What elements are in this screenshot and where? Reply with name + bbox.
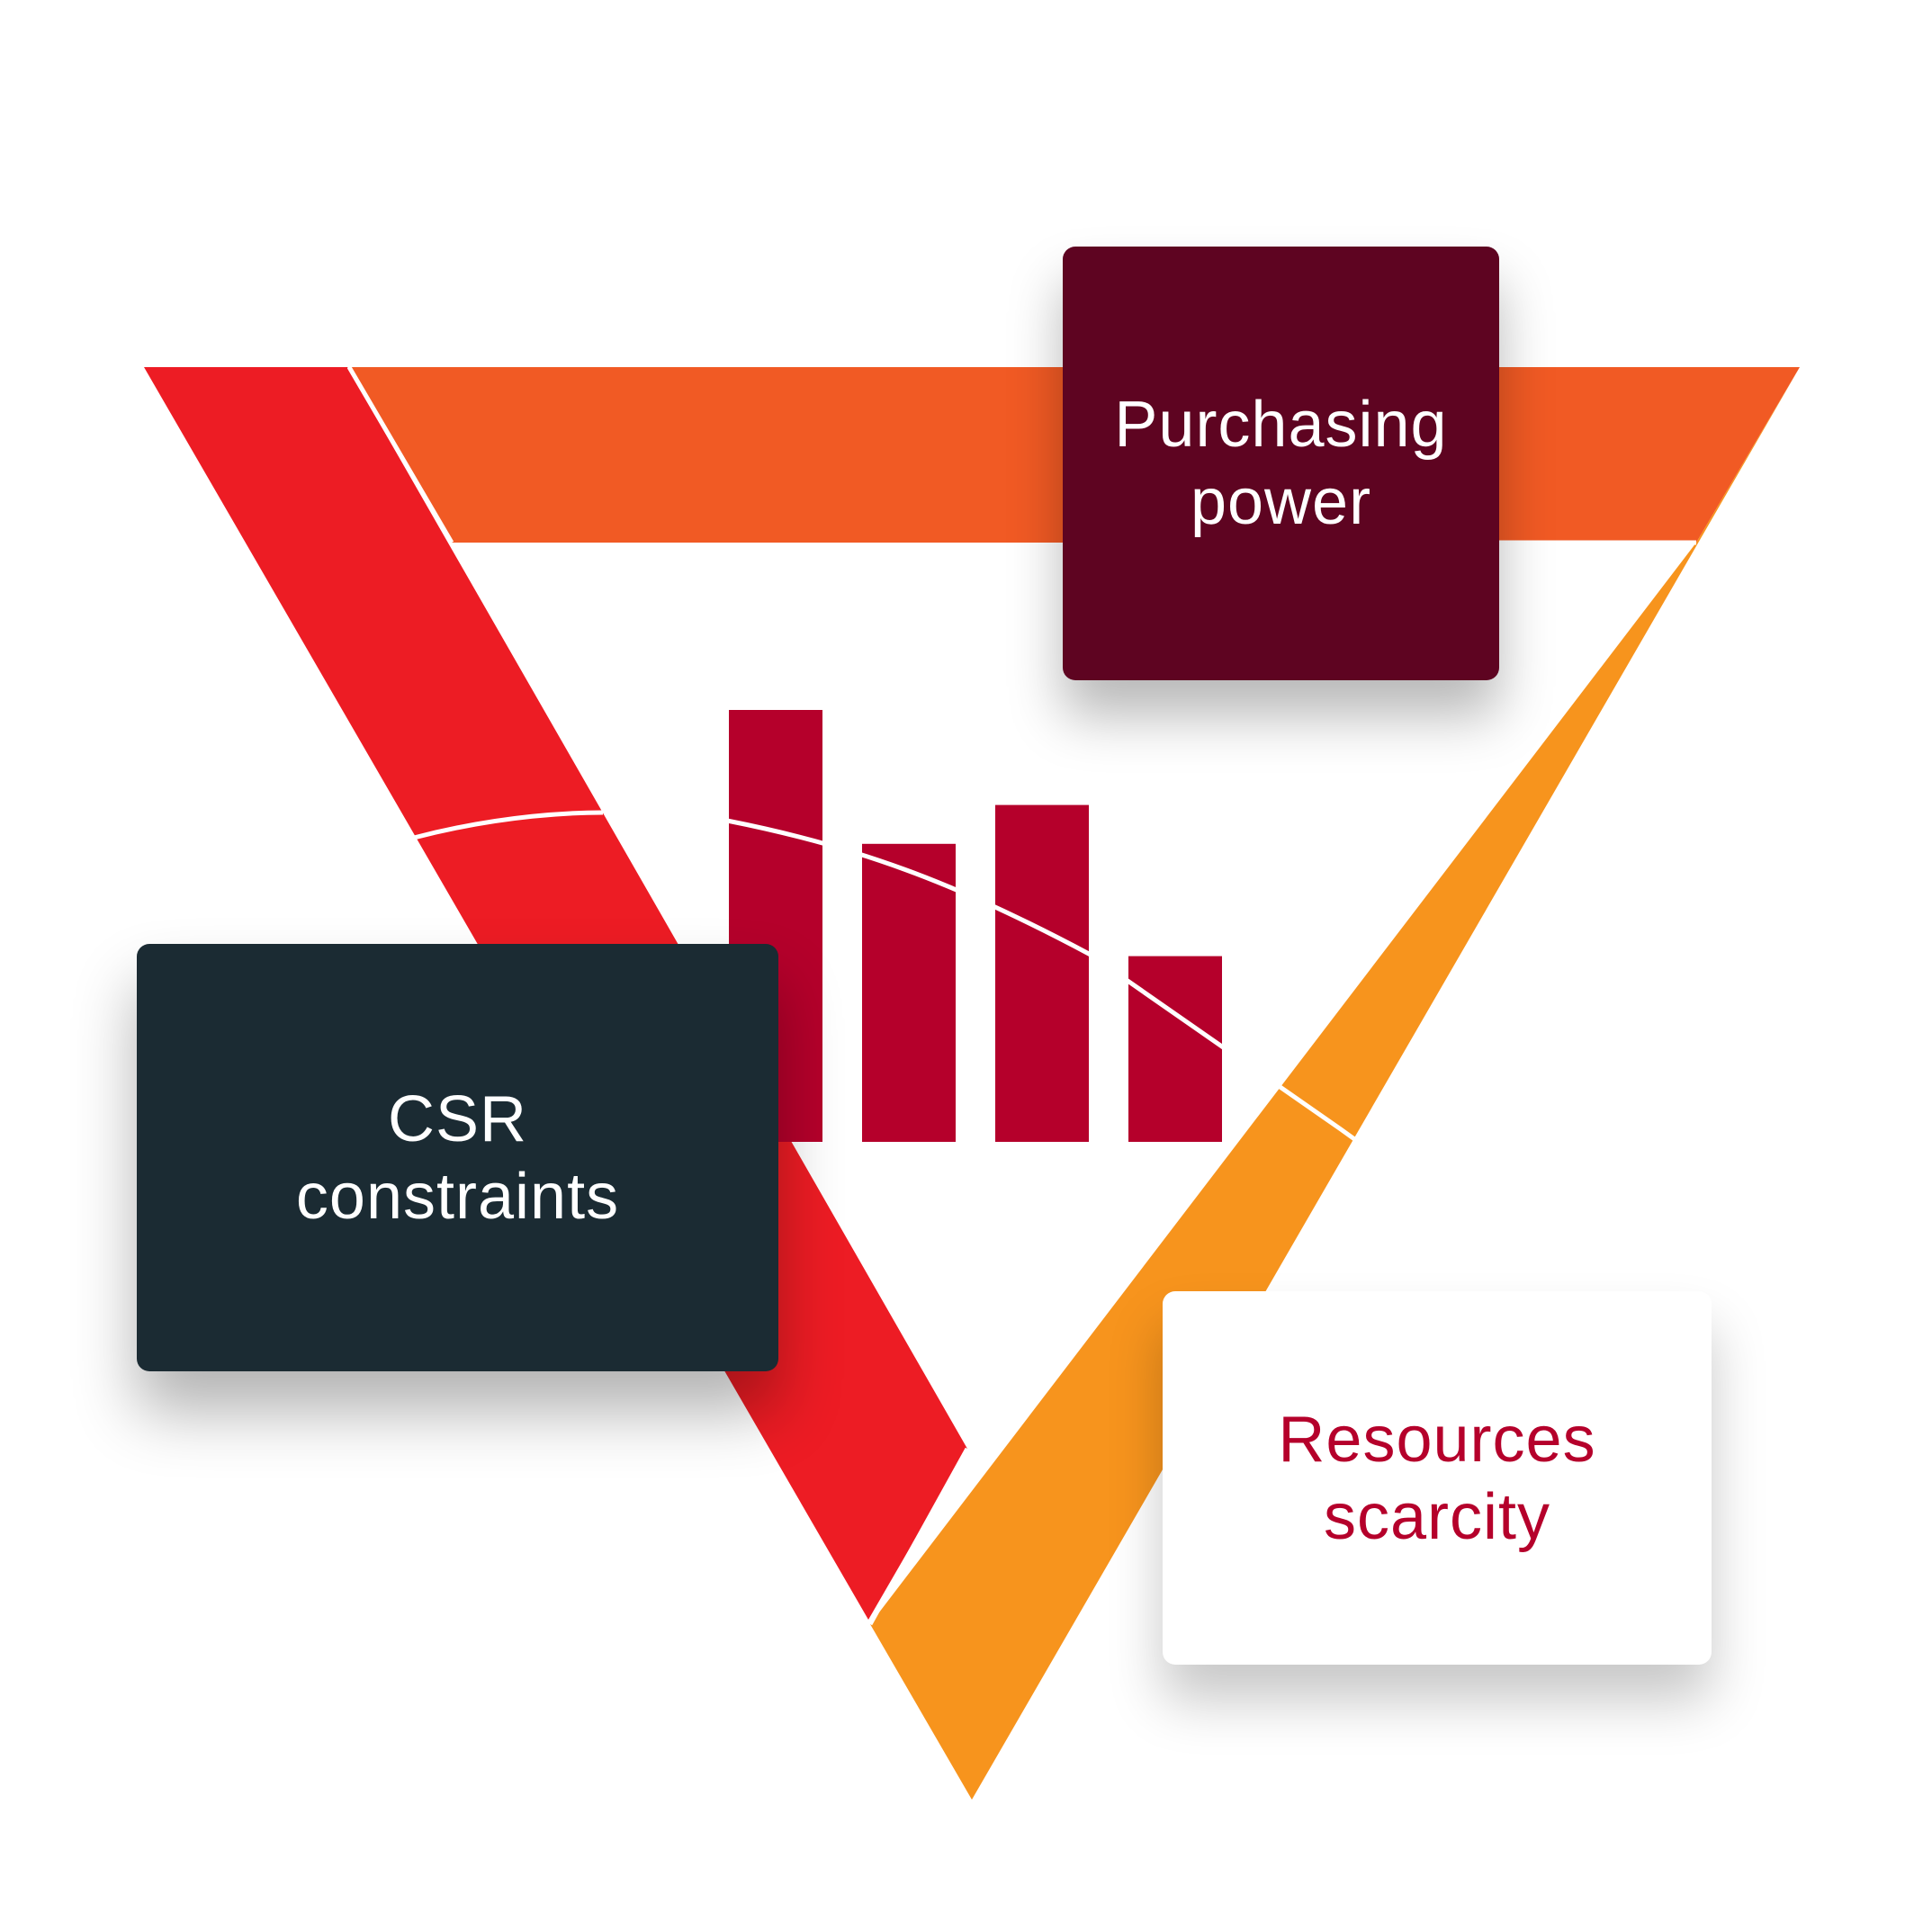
- csr-line1: CSR: [387, 1082, 527, 1155]
- trend-curve: [413, 810, 1639, 1298]
- resources-scarcity-card: Resources scarcity: [1163, 1291, 1712, 1665]
- bar-icon-bar: [995, 804, 1089, 1142]
- bar-chart-icon: [729, 710, 1222, 1142]
- resources-line2: scarcity: [1323, 1480, 1551, 1553]
- purchasing-power-card: Purchasing power: [1063, 247, 1499, 680]
- right-band: [870, 367, 1800, 1800]
- band-separator-left-right: [867, 1447, 970, 1626]
- purchasing-line2: power: [1190, 466, 1372, 538]
- purchasing-line1: Purchasing: [1114, 389, 1448, 461]
- csr-constraints-card: CSR constraints: [137, 944, 778, 1371]
- band-separator-left-top: [346, 365, 454, 544]
- bar-icon-bar: [862, 843, 956, 1142]
- csr-line2: constraints: [295, 1160, 620, 1233]
- bar-icon-bar: [1128, 956, 1222, 1142]
- resources-line1: Resources: [1278, 1403, 1596, 1476]
